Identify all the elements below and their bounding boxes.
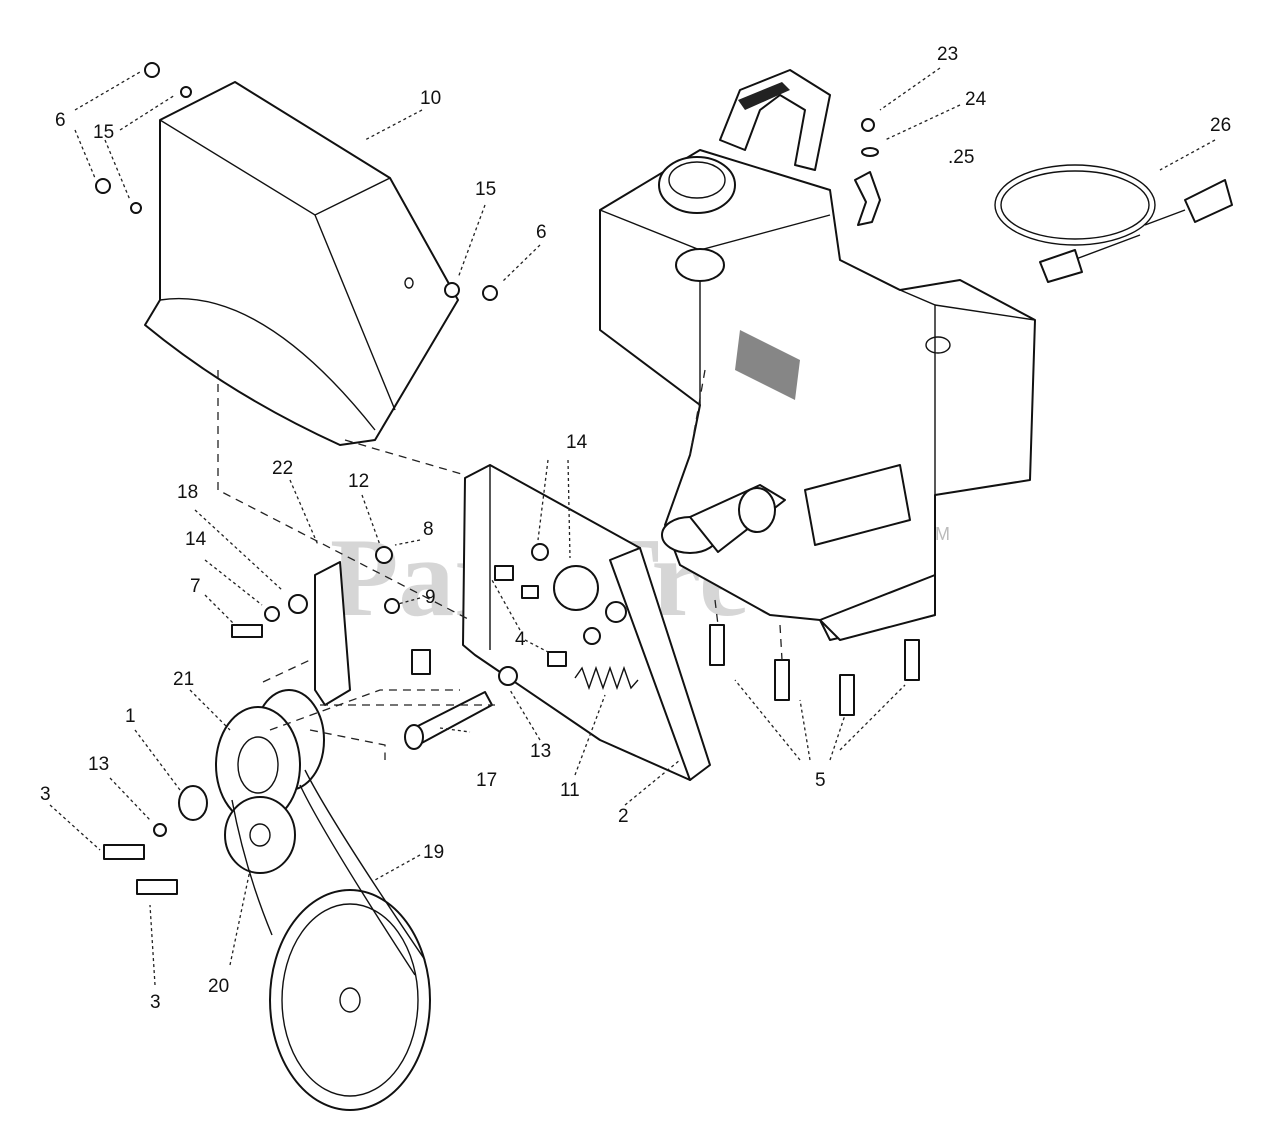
callout-6-right: 6 xyxy=(536,222,547,243)
assembly-lines xyxy=(217,369,783,760)
belt-cover xyxy=(144,81,459,446)
callout-24: 24 xyxy=(965,89,987,110)
callout-9: 9 xyxy=(425,587,436,608)
callout-13-right: 13 xyxy=(530,741,551,762)
callout-8: 8 xyxy=(423,519,434,540)
callout-3-bottom: 3 xyxy=(150,992,161,1013)
callout-12: 12 xyxy=(348,471,369,492)
throttle-bracket xyxy=(854,118,881,226)
mounting-bolts xyxy=(709,624,920,716)
callout-labels: 23 24 .25 26 10 6 15 15 6 14 22 12 18 8 … xyxy=(40,44,1231,1013)
callout-13-left: 13 xyxy=(88,754,109,775)
callout-7: 7 xyxy=(190,576,201,597)
callout-18: 18 xyxy=(177,482,198,503)
callout-19: 19 xyxy=(423,842,444,863)
idler-bracket xyxy=(462,464,711,781)
extension-cord xyxy=(994,164,1233,283)
callout-25: .25 xyxy=(948,147,974,168)
callout-6-top: 6 xyxy=(55,110,66,131)
callout-15-right: 15 xyxy=(475,179,496,200)
callout-1: 1 xyxy=(125,706,136,727)
callout-14-left: 14 xyxy=(185,529,207,550)
callout-10: 10 xyxy=(420,88,441,109)
callout-5: 5 xyxy=(815,770,826,791)
callout-23: 23 xyxy=(937,44,958,65)
idler-arm-hardware xyxy=(231,546,518,750)
cover-hardware xyxy=(95,62,498,301)
callout-22: 22 xyxy=(272,458,293,479)
callout-17: 17 xyxy=(476,770,497,791)
leader-lines xyxy=(49,67,1216,986)
callout-20: 20 xyxy=(208,976,229,997)
callout-26: 26 xyxy=(1210,115,1231,136)
callout-4: 4 xyxy=(515,629,526,650)
callout-14-plate: 14 xyxy=(566,432,588,453)
callout-3-left: 3 xyxy=(40,784,51,805)
callout-2: 2 xyxy=(618,806,629,827)
callout-11: 11 xyxy=(560,780,580,801)
callout-21: 21 xyxy=(173,669,194,690)
pulley-assembly xyxy=(103,689,431,1111)
callout-15-top: 15 xyxy=(93,122,114,143)
